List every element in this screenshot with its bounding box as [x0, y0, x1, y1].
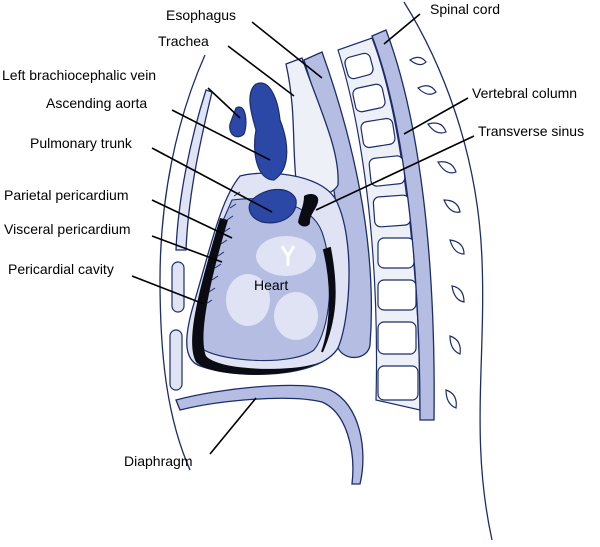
leader-pulmonary-trunk [151, 147, 273, 213]
leader-pericardial-cavity [131, 275, 205, 305]
parietal-pericardium-hatch [205, 191, 241, 305]
leader-ascending-aorta [171, 109, 271, 161]
label-left-brachiocephalic-vein: Left brachiocephalic vein [2, 67, 156, 83]
label-trachea: Trachea [158, 33, 209, 49]
valve-symbol [280, 245, 296, 266]
label-transverse-sinus: Transverse sinus [478, 123, 584, 139]
label-heart: Heart [254, 277, 288, 293]
diaphragm [175, 384, 364, 485]
label-diaphragm: Diaphragm [124, 453, 192, 469]
spinal-cord [371, 29, 435, 421]
ascending-aorta [249, 82, 288, 181]
costal-cartilage-1 [171, 261, 185, 313]
leader-left-brachiocephalic-vein [207, 87, 241, 119]
posterior-body-outline [403, 1, 493, 541]
leader-diaphragm [209, 397, 257, 455]
leader-lines [131, 13, 475, 455]
spinous-processes [408, 56, 465, 409]
label-ascending-aorta: Ascending aorta [46, 95, 147, 111]
pericardial-cavity-right [321, 246, 336, 353]
label-spinal-cord: Spinal cord [430, 1, 500, 17]
label-pulmonary-trunk: Pulmonary trunk [30, 135, 133, 151]
label-parietal-pericardium: Parietal pericardium [4, 187, 129, 203]
leader-spinal-cord [383, 13, 421, 45]
leader-parietal-pericardium [151, 199, 233, 239]
leader-transverse-sinus [315, 135, 475, 211]
heart-chambers [226, 236, 318, 340]
label-visceral-pericardium: Visceral pericardium [4, 221, 131, 237]
costal-cartilage-2 [169, 329, 183, 391]
vertebral-column [337, 37, 421, 411]
pericardial-cavity [192, 218, 320, 375]
pulmonary-trunk [248, 188, 297, 224]
transverse-sinus [298, 194, 319, 227]
leader-vertebral-column [403, 97, 469, 135]
leader-esophagus [251, 21, 323, 79]
leader-trachea [227, 45, 295, 97]
left-brachiocephalic-vein [229, 106, 247, 138]
label-pericardial-cavity: Pericardial cavity [8, 261, 114, 277]
label-esophagus: Esophagus [166, 7, 236, 23]
label-vertebral-column: Vertebral column [472, 85, 577, 101]
leader-visceral-pericardium [151, 235, 223, 263]
